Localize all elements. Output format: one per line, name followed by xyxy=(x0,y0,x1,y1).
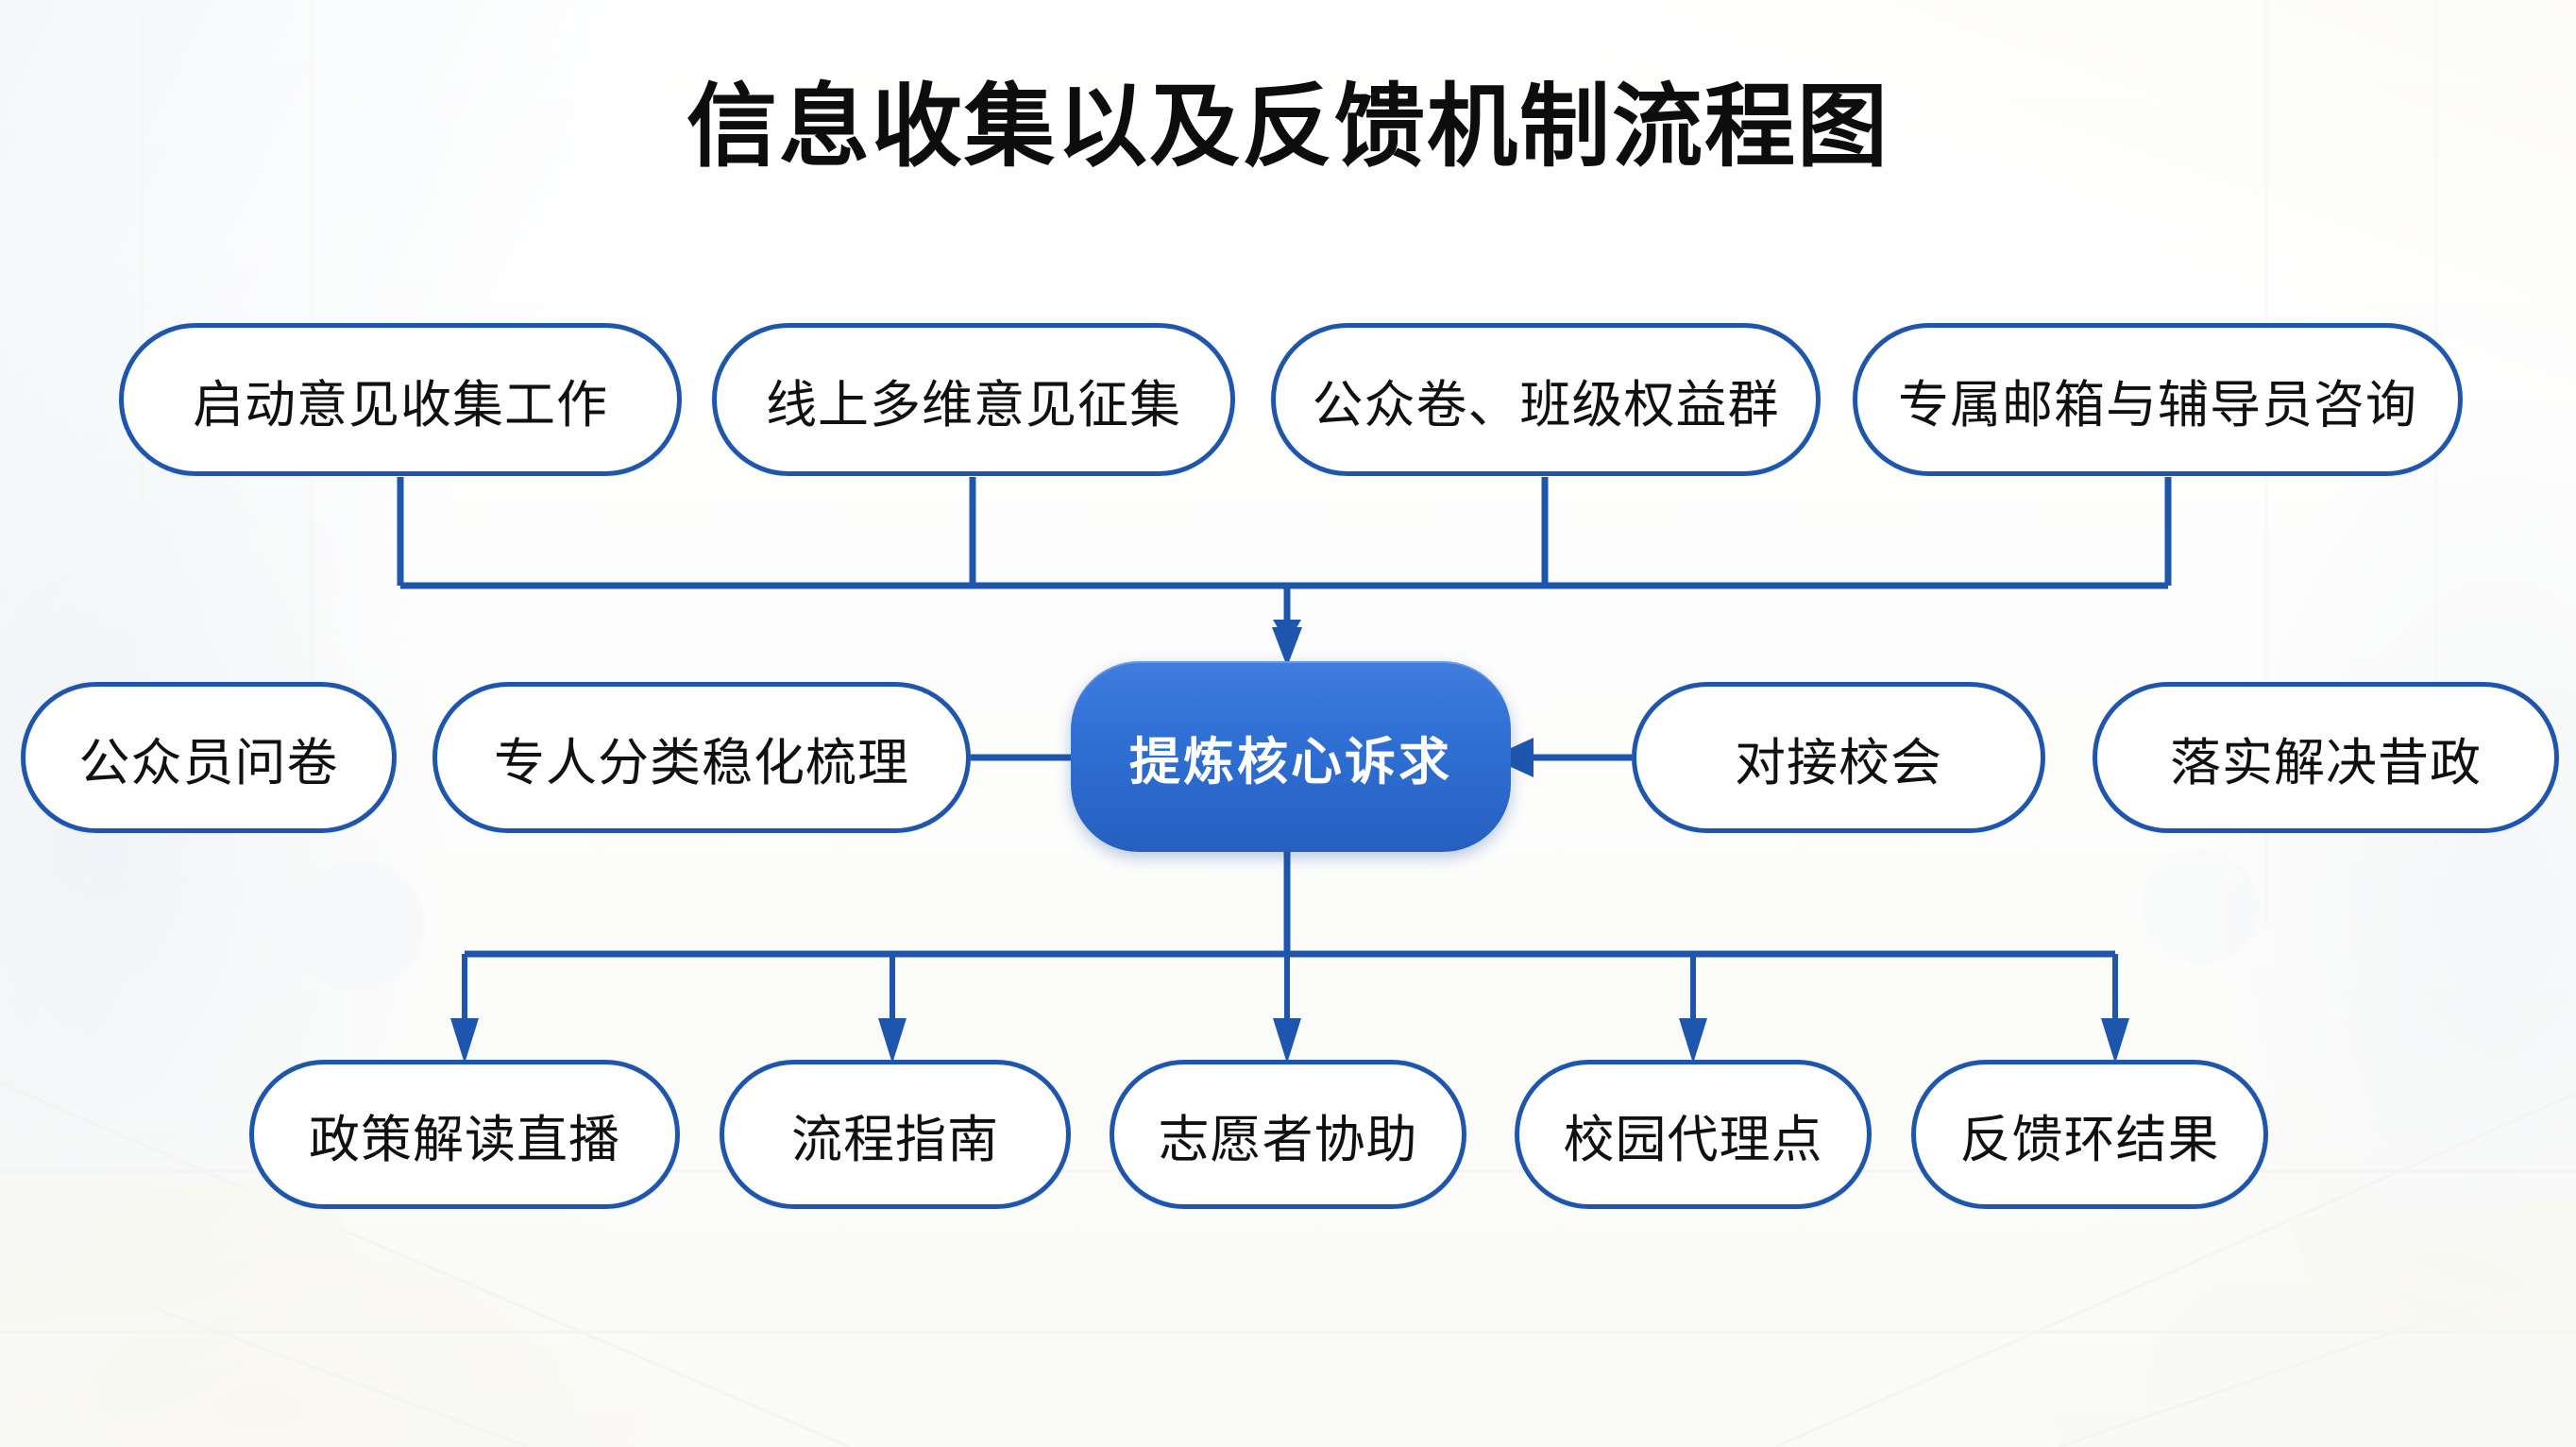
node-process-guide[interactable]: 流程指南 xyxy=(720,1060,1071,1209)
node-volunteer-assistance[interactable]: 志愿者协助 xyxy=(1110,1060,1466,1209)
node-label: 专属邮箱与辅导员咨询 xyxy=(1898,374,2417,434)
node-label: 流程指南 xyxy=(791,1109,999,1169)
node-online-multichannel-collection[interactable]: 线上多维意见征集 xyxy=(712,323,1235,476)
node-label: 启动意见收集工作 xyxy=(193,374,608,434)
node-policy-livestream[interactable]: 政策解读直播 xyxy=(249,1060,680,1209)
node-start-opinion-collection[interactable]: 启动意见收集工作 xyxy=(119,323,682,476)
node-connect-student-union[interactable]: 对接校会 xyxy=(1632,682,2045,833)
node-label: 公众员问卷 xyxy=(78,732,339,792)
node-label: 专人分类稳化梳理 xyxy=(494,732,909,792)
node-core-extract-demands[interactable]: 提炼核心诉求 xyxy=(1071,661,1511,852)
node-label: 公众卷、班级权益群 xyxy=(1312,374,1780,434)
node-label: 反馈环结果 xyxy=(1959,1109,2220,1169)
node-label: 提炼核心诉求 xyxy=(1129,731,1452,792)
node-mailbox-counselor-consult[interactable]: 专属邮箱与辅导员咨询 xyxy=(1853,323,2463,476)
node-label: 对接校会 xyxy=(1735,732,1942,792)
node-label: 志愿者协助 xyxy=(1158,1109,1418,1169)
node-label: 落实解决昔政 xyxy=(2170,732,2482,792)
node-public-survey-class-group[interactable]: 公众卷、班级权益群 xyxy=(1271,323,1821,476)
node-label: 政策解读直播 xyxy=(309,1109,620,1169)
node-implement-resolution[interactable]: 落实解决昔政 xyxy=(2093,682,2559,833)
node-feedback-loop-result[interactable]: 反馈环结果 xyxy=(1911,1060,2268,1209)
node-campus-agent-point[interactable]: 校园代理点 xyxy=(1515,1060,1872,1209)
node-label: 校园代理点 xyxy=(1563,1109,1823,1169)
node-public-questionnaire[interactable]: 公众员问卷 xyxy=(21,682,397,833)
page-title: 信息收集以及反馈机制流程图 xyxy=(686,74,1890,179)
node-specialist-classification[interactable]: 专人分类稳化梳理 xyxy=(432,682,971,833)
node-label: 线上多维意见征集 xyxy=(766,374,1181,434)
